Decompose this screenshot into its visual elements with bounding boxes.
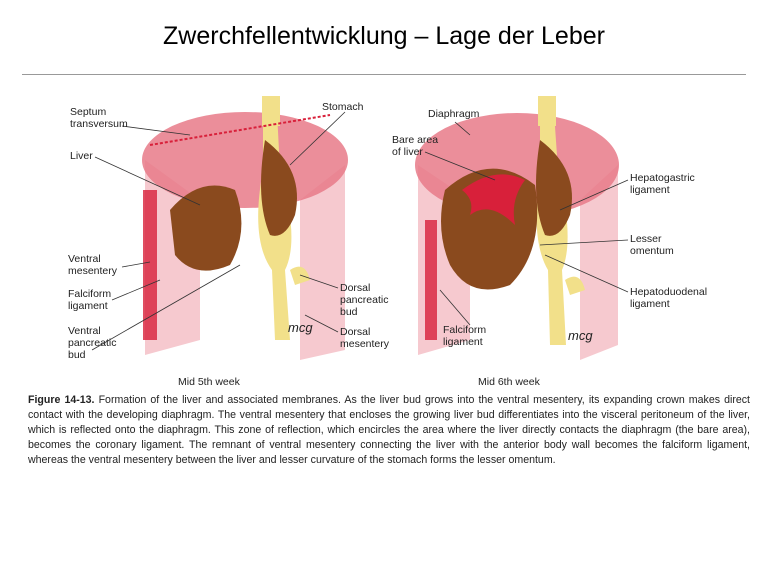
left-mesentery-attachment-line — [149, 114, 331, 146]
right-dorsal-wall — [580, 165, 618, 360]
left-leader-lines — [91, 111, 346, 351]
slide-title: Zwerchfellentwicklung – Lage der Leber — [163, 22, 605, 50]
caption-mid-5th-week: Mid 5th week — [178, 376, 240, 388]
title-divider — [22, 74, 746, 75]
label-septum-transversum: Septum transversum — [70, 106, 128, 130]
label-falciform-ligament-right: Falciform ligament — [443, 324, 487, 348]
caption-mid-6th-week: Mid 6th week — [478, 376, 540, 388]
label-hepatogastric-ligament: Hepatogastric ligament — [630, 172, 695, 196]
label-ventral-mesentery: Ventral mesentery — [68, 253, 118, 277]
label-lesser-omentum: Lesser omentum — [630, 233, 674, 257]
right-bare-area — [462, 174, 525, 225]
label-falciform-ligament-left: Falciform ligament — [68, 288, 112, 312]
label-ventral-pancreatic-bud: Ventral pancreatic bud — [68, 325, 117, 361]
left-esophagus — [262, 96, 280, 126]
right-diagram — [415, 96, 629, 360]
right-pancreatic-bud — [565, 276, 585, 295]
figure-caption-label: Figure 14-13. — [28, 394, 95, 406]
left-liver — [170, 185, 242, 271]
label-diaphragm: Diaphragm — [428, 108, 480, 120]
right-leader-lines — [424, 121, 629, 326]
label-dorsal-pancreatic-bud: Dorsal pancreatic bud — [340, 282, 389, 318]
signature-left: mcg — [288, 320, 313, 335]
left-stomach — [261, 140, 297, 236]
label-dorsal-mesentery: Dorsal mesentery — [340, 326, 390, 350]
figure-caption-text: Formation of the liver and associated me… — [28, 394, 750, 466]
label-stomach: Stomach — [322, 101, 364, 113]
left-septum-transversum — [142, 112, 348, 208]
right-falciform-ligament — [425, 220, 437, 340]
label-bare-area: Bare area of liver — [392, 134, 439, 158]
right-stomach — [536, 140, 572, 236]
label-hepatoduodenal-ligament: Hepatoduodenal ligament — [630, 286, 708, 310]
figure-caption: Figure 14-13. Formation of the liver and… — [28, 393, 750, 468]
left-diagram — [91, 96, 348, 360]
right-esophagus — [538, 96, 556, 126]
signature-right: mcg — [568, 328, 593, 343]
label-liver: Liver — [70, 150, 93, 162]
left-dorsal-wall — [300, 165, 345, 360]
left-ventral-mesentery — [143, 190, 157, 340]
left-dorsal-pancreatic-bud — [290, 266, 310, 285]
